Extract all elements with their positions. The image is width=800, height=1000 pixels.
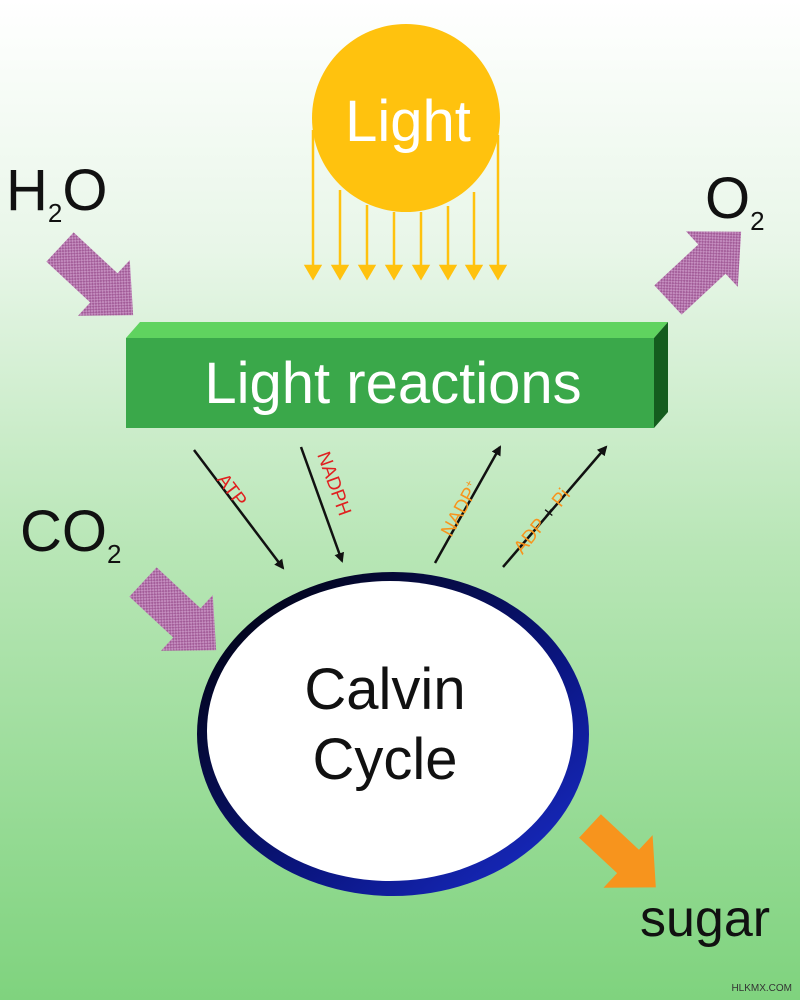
oxygen-out-arrow [654, 231, 742, 315]
sun-label: Light [345, 89, 471, 154]
calvin-cycle-ring [197, 572, 589, 896]
co2-in-arrow [129, 567, 217, 651]
nadp-arrow [433, 445, 502, 564]
nadph-arrow [299, 446, 344, 563]
oxygen-label: O2 [705, 166, 765, 236]
atp-arrow [193, 449, 285, 570]
sun [303, 24, 508, 281]
light-reactions-box [126, 322, 668, 428]
adp-arrow [502, 445, 608, 568]
calvin-label-line1: Calvin [304, 657, 466, 722]
watermark: HLKMX.COM [731, 983, 792, 994]
calvin-cycle-label: Calvin Cycle [260, 655, 510, 794]
sugar-label: sugar [640, 890, 771, 948]
water-label: H2O [6, 158, 108, 228]
calvin-label-line2: Cycle [312, 726, 458, 792]
sun-disc [312, 24, 500, 212]
light-rays [303, 130, 508, 281]
co2-label: CO2 [20, 499, 122, 569]
water-in-arrow [46, 232, 134, 316]
light-reactions-label: Light reactions [204, 351, 582, 416]
sugar-out-arrow [579, 814, 656, 888]
